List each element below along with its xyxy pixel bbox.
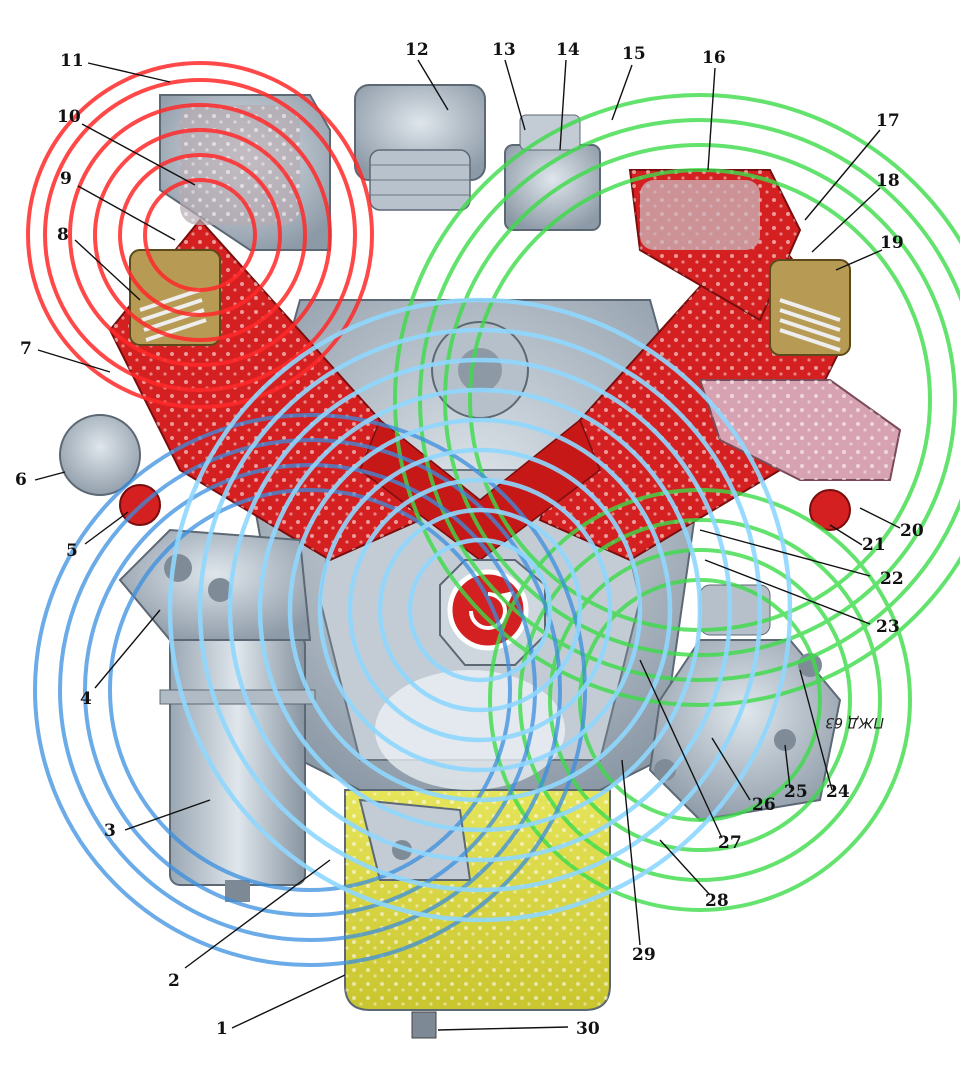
callout-22: 22 bbox=[880, 569, 904, 589]
left-rocker-assembly bbox=[129, 249, 221, 346]
callout-14: 14 bbox=[556, 40, 580, 60]
callout-17: 17 bbox=[876, 111, 900, 131]
callout-2: 2 bbox=[168, 971, 180, 991]
callout-13: 13 bbox=[492, 40, 516, 60]
callout-30: 30 bbox=[576, 1019, 600, 1039]
callout-leaders bbox=[34, 59, 901, 1031]
callout-9: 9 bbox=[60, 169, 72, 189]
callout-16: 16 bbox=[702, 48, 726, 68]
callout-6: 6 bbox=[15, 470, 27, 490]
callout-28: 28 bbox=[705, 891, 729, 911]
callout-1: 1 bbox=[216, 1019, 228, 1039]
right-plug bbox=[809, 489, 851, 531]
callout-7: 7 bbox=[20, 339, 32, 359]
callout-10: 10 bbox=[57, 107, 81, 127]
rotation-indicator-icon bbox=[447, 569, 529, 651]
drain-plug bbox=[411, 1011, 437, 1039]
callout-11: 11 bbox=[60, 51, 84, 71]
callout-29: 29 bbox=[632, 945, 656, 965]
callout-numbers: 1 2 3 4 5 6 7 8 9 10 11 12 13 14 15 16 1… bbox=[15, 40, 924, 1039]
top-compressor bbox=[354, 84, 486, 211]
callout-27: 27 bbox=[718, 833, 742, 853]
callout-18: 18 bbox=[876, 171, 900, 191]
callout-26: 26 bbox=[752, 795, 776, 815]
left-pump-body bbox=[59, 414, 141, 496]
right-rocker-assembly bbox=[769, 259, 851, 356]
callout-20: 20 bbox=[900, 521, 924, 541]
callout-23: 23 bbox=[876, 617, 900, 637]
callout-19: 19 bbox=[880, 233, 904, 253]
callout-3: 3 bbox=[104, 821, 116, 841]
filter-head bbox=[118, 528, 312, 641]
pressure-rings-lightblue bbox=[167, 297, 793, 923]
callout-4: 4 bbox=[80, 689, 92, 709]
callout-25: 25 bbox=[784, 782, 808, 802]
callout-21: 21 bbox=[862, 535, 886, 555]
callout-15: 15 bbox=[622, 44, 646, 64]
pressure-rings-red bbox=[26, 61, 374, 409]
callout-24: 24 bbox=[826, 782, 850, 802]
watermark-text: ПЖД 63 bbox=[825, 714, 884, 730]
callout-5: 5 bbox=[66, 541, 78, 561]
callout-12: 12 bbox=[405, 40, 429, 60]
callout-8: 8 bbox=[57, 225, 69, 245]
